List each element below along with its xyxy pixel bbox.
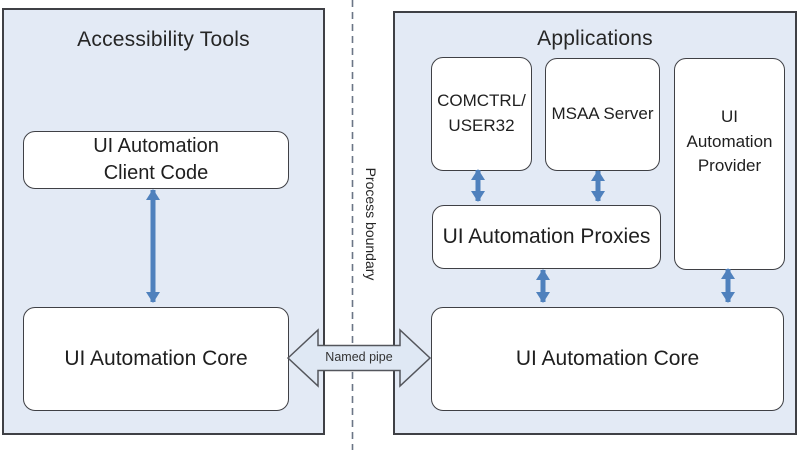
applications-title: Applications xyxy=(537,27,653,50)
ui-automation-provider-label: UI Automation Provider xyxy=(686,107,773,176)
accessibility-tools-title: Accessibility Tools xyxy=(77,28,250,51)
accessibility-tools-panel: Accessibility Tools UI Automation Client… xyxy=(2,8,325,435)
process-boundary-label: Process boundary xyxy=(363,167,379,281)
ui-automation-proxies-box: UI Automation Proxies xyxy=(432,205,661,269)
ui-automation-provider-box: UI Automation Provider xyxy=(674,58,785,270)
comctrl-user32-box: COMCTRL/ USER32 xyxy=(431,57,532,171)
applications-panel: Applications COMCTRL/ USER32 MSAA Server… xyxy=(393,11,797,435)
ui-automation-client-code-box: UI Automation Client Code xyxy=(23,131,289,189)
named-pipe-label: Named pipe xyxy=(325,350,393,364)
ui-automation-core-left-box: UI Automation Core xyxy=(23,307,289,411)
msaa-server-box: MSAA Server xyxy=(545,58,660,171)
ui-automation-core-right-box: UI Automation Core xyxy=(431,307,784,411)
